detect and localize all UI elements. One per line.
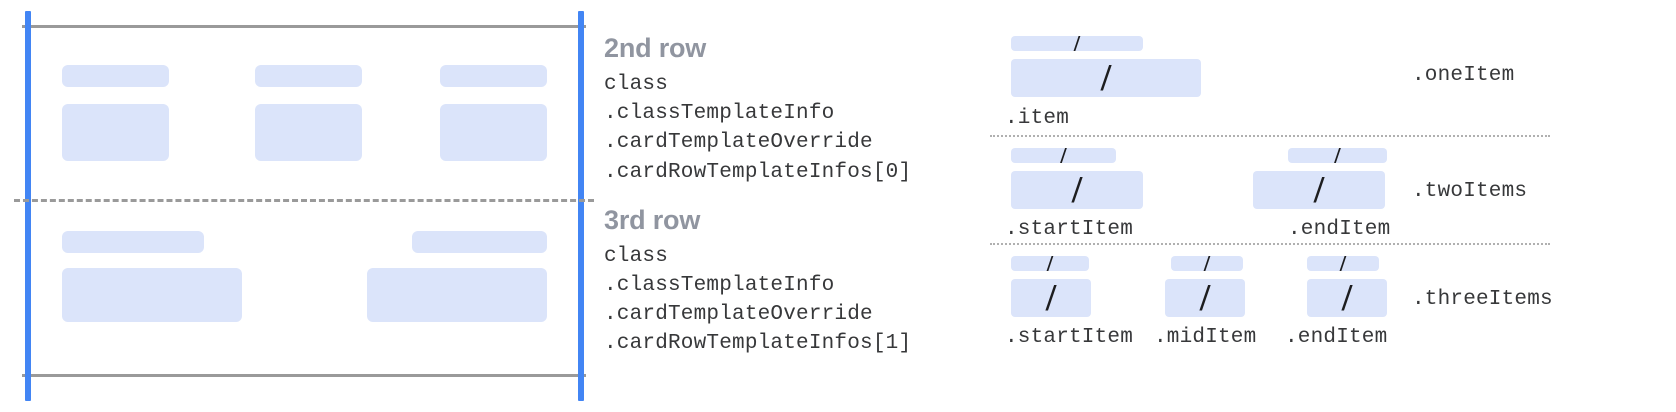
code-line: .cardTemplateOverride: [604, 131, 873, 154]
title-placeholder: [62, 231, 204, 253]
zone-label: .threeItems: [1412, 288, 1553, 311]
slash-glyph: /: [1203, 256, 1211, 271]
slash-glyph: /: [1339, 256, 1347, 271]
bottom-rule: [22, 374, 586, 377]
slot-label: .endItem: [1288, 218, 1391, 241]
slash-glyph: /: [1341, 279, 1353, 317]
slash-glyph: /: [1199, 279, 1211, 317]
slot-label: .endItem: [1285, 326, 1388, 349]
slot-title-bar: /: [1307, 256, 1379, 271]
row-title: 2nd row: [604, 33, 707, 63]
slot-title-bar: /: [1011, 36, 1143, 51]
right-margin-guide: [578, 11, 584, 401]
top-rule: [22, 25, 586, 28]
title-placeholder: [440, 65, 547, 87]
slot-label: .startItem: [1005, 326, 1134, 349]
slash-glyph: /: [1059, 148, 1068, 163]
slot-body-box: /: [1307, 279, 1387, 317]
slot-label: .midItem: [1154, 326, 1257, 349]
slot-body-box: /: [1011, 279, 1091, 317]
slash-glyph: /: [1100, 59, 1112, 97]
slash-glyph: /: [1073, 36, 1081, 51]
title-placeholder: [255, 65, 362, 87]
left-margin-guide: [25, 11, 31, 401]
zone-divider-dotted: [990, 243, 1550, 245]
code-line: class: [604, 73, 669, 96]
slot-title-bar: /: [1011, 256, 1089, 271]
code-line: .cardRowTemplateInfos[0]: [604, 161, 912, 184]
code-line: class: [604, 245, 669, 268]
row-title: 3rd row: [604, 205, 701, 235]
zone-divider-dotted: [990, 135, 1550, 137]
slash-glyph: /: [1313, 171, 1325, 209]
body-placeholder: [255, 104, 362, 161]
slash-glyph: /: [1333, 148, 1342, 163]
body-placeholder: [367, 268, 547, 322]
slot-body-box: /: [1253, 171, 1385, 209]
code-line: .cardRowTemplateInfos[1]: [604, 332, 912, 355]
slash-glyph: /: [1071, 171, 1083, 209]
slot-body-box: /: [1165, 279, 1245, 317]
slot-label: .startItem: [1005, 218, 1134, 241]
slash-glyph: /: [1045, 279, 1057, 317]
slot-label: .item: [1005, 107, 1070, 130]
slot-body-box: /: [1011, 171, 1143, 209]
title-placeholder: [62, 65, 169, 87]
zone-label: .oneItem: [1412, 64, 1515, 87]
body-placeholder: [62, 268, 242, 322]
body-placeholder: [62, 104, 169, 161]
slot-title-bar: /: [1171, 256, 1243, 271]
title-placeholder: [412, 231, 547, 253]
zone-label: .twoItems: [1412, 180, 1528, 203]
body-placeholder: [440, 104, 547, 161]
slash-glyph: /: [1046, 256, 1054, 271]
code-line: .cardTemplateOverride: [604, 303, 873, 326]
code-line: .classTemplateInfo: [604, 274, 835, 297]
slot-body-box: /: [1011, 59, 1201, 97]
slot-title-bar: /: [1011, 148, 1116, 163]
code-line: .classTemplateInfo: [604, 102, 835, 125]
slot-title-bar: /: [1288, 148, 1387, 163]
row-divider-dashed: [14, 199, 594, 202]
